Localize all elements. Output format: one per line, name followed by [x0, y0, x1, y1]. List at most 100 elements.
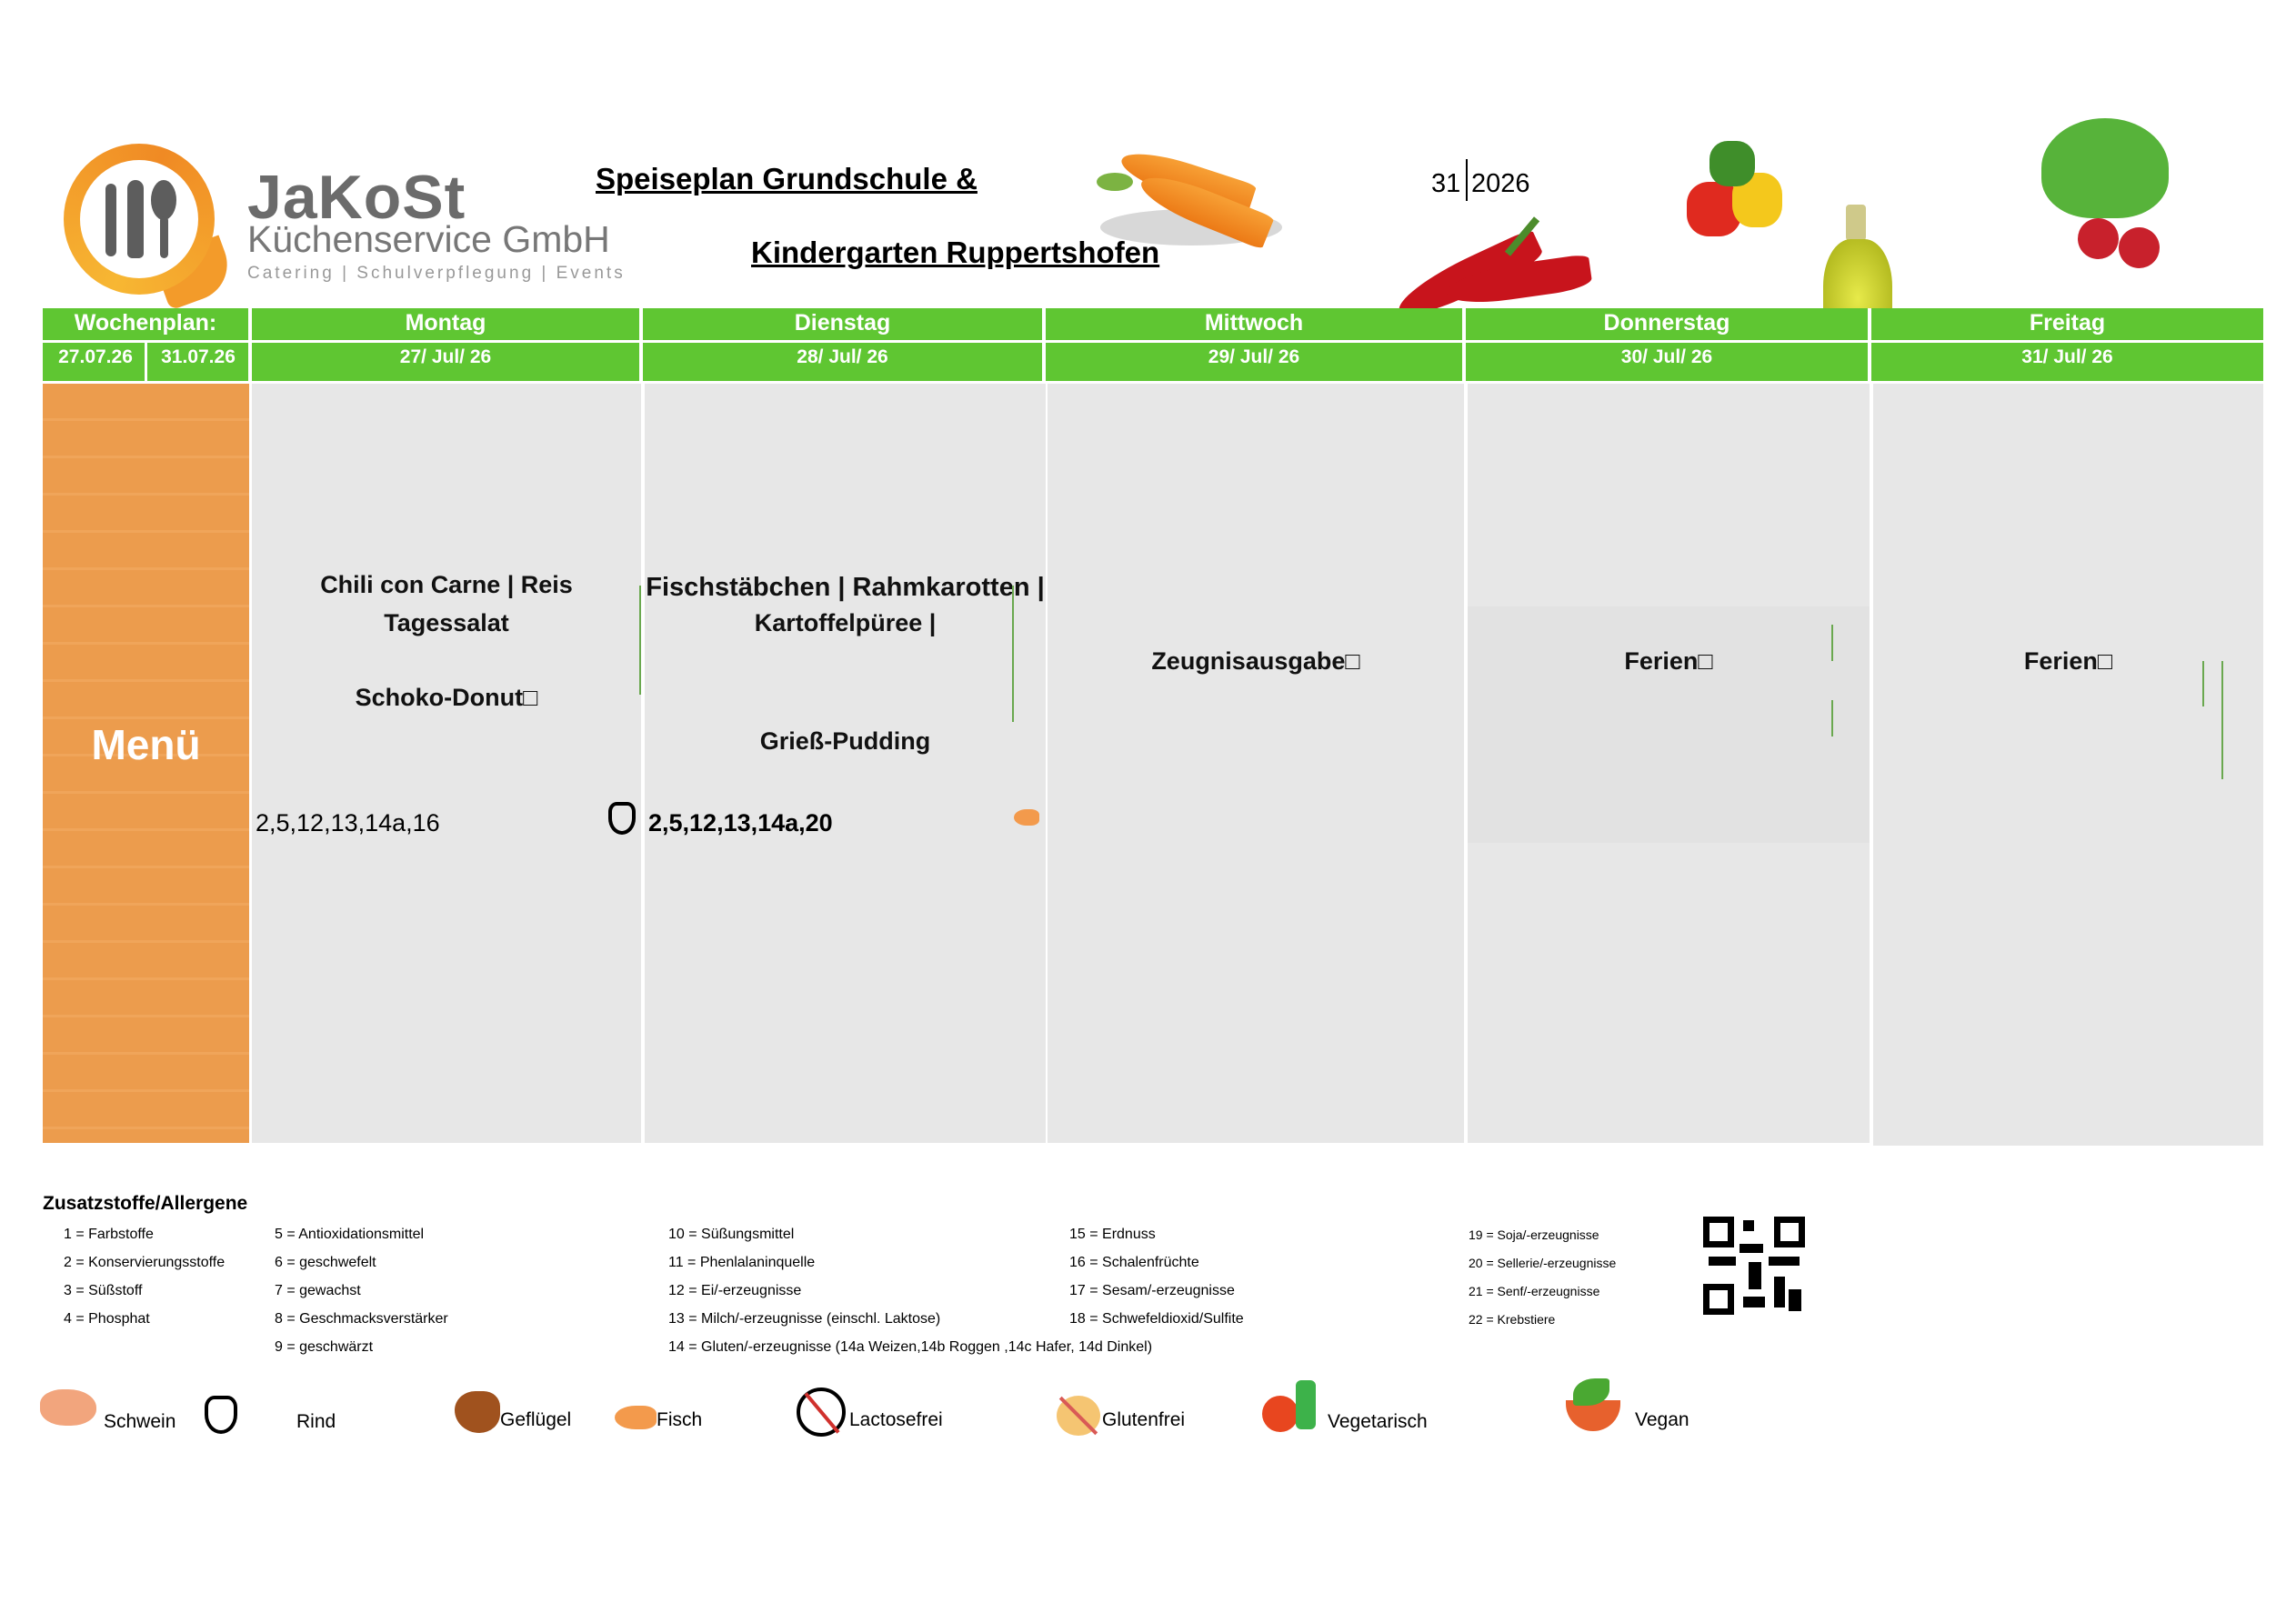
legend-item: 18 = Schwefeldioxid/Sulfite: [1069, 1311, 1244, 1327]
cell-marker: [1831, 625, 1833, 661]
carrots-image: [1091, 136, 1282, 264]
tuesday-allergens: 2,5,12,13,14a,20: [648, 809, 833, 837]
legend-item: 21 = Senf/-erzeugnisse: [1469, 1284, 1600, 1298]
day-name-thursday: Donnerstag: [1603, 310, 1730, 336]
header-wednesday: Mittwoch 29/ Jul/ 26: [1046, 308, 1466, 381]
icon-label-glutenfrei: Glutenfrei: [1102, 1409, 1186, 1430]
qr-code[interactable]: [1703, 1217, 1805, 1315]
legend-item: 17 = Sesam/-erzeugnisse: [1069, 1283, 1235, 1298]
icon-label-lactosefrei: Lactosefrei: [849, 1409, 943, 1430]
brand-subtitle: Küchenservice GmbH: [247, 218, 610, 260]
icon-label-schwein: Schwein: [104, 1411, 176, 1432]
wednesday-note: Zeugnisausgabe□: [1151, 647, 1360, 675]
menu-cell-thursday: Ferien□: [1468, 384, 1870, 1143]
day-name-friday: Freitag: [2029, 310, 2106, 336]
tomato-icon: [1262, 1396, 1298, 1432]
legend-item: 20 = Sellerie/-erzeugnisse: [1469, 1256, 1617, 1270]
cell-marker: [1831, 700, 1833, 736]
day-date-tuesday: 28/ Jul/ 26: [797, 346, 888, 367]
friday-note: Ferien□: [2023, 647, 2113, 675]
day-name-wednesday: Mittwoch: [1204, 310, 1304, 336]
legend-item: 15 = Erdnuss: [1069, 1227, 1156, 1242]
bell-peppers-image: [1687, 141, 1791, 245]
week-to-date: 31.07.26: [161, 346, 236, 367]
menu-row-label-cell: [43, 384, 249, 1143]
brand-name: JaKoSt: [247, 163, 466, 232]
menu-cell-monday: Chili con Carne | Reis Tagessalat Schoko…: [252, 384, 641, 1143]
legend-column-1: 1 = Farbstoffe 2 = Konservierungsstoffe …: [64, 1220, 225, 1333]
header-divider: [43, 340, 248, 343]
menu-cell-friday: Ferien□: [1873, 384, 2263, 1146]
cell-marker: [2221, 661, 2223, 779]
cell-marker: [2202, 661, 2204, 706]
legend-item: 10 = Süßungsmittel: [668, 1227, 795, 1242]
legend-item: 14 = Gluten/-erzeugnisse (14a Weizen,14b…: [668, 1339, 1153, 1355]
legend-column-5: 19 = Soja/-erzeugnisse 20 = Sellerie/-er…: [1469, 1221, 1616, 1334]
highlight-block: [1468, 606, 1870, 843]
header-week-cell: Wochenplan: 27.07.26 31.07.26: [43, 308, 252, 381]
tuesday-dessert: Grieß-Pudding: [759, 727, 931, 755]
legend-item: 12 = Ei/-erzeugnisse: [668, 1283, 802, 1298]
week-label: Wochenplan:: [74, 310, 217, 336]
header-divider: [252, 340, 639, 343]
icon-label-fisch: Fisch: [657, 1409, 703, 1430]
day-name-monday: Montag: [405, 310, 486, 336]
thursday-note: Ferien□: [1624, 647, 1713, 675]
menu-row-label: Menü: [91, 721, 201, 768]
legend-item: 7 = gewachst: [275, 1283, 361, 1298]
monday-allergens: 2,5,12,13,14a,16: [256, 809, 440, 837]
day-date-wednesday: 29/ Jul/ 26: [1208, 346, 1300, 367]
chicken-icon: [455, 1391, 500, 1433]
legend-item: 3 = Süßstoff: [64, 1283, 143, 1298]
legend-item: 1 = Farbstoffe: [64, 1227, 154, 1242]
cow-icon: [608, 802, 636, 835]
legend-item: 4 = Phosphat: [64, 1311, 150, 1327]
legend-item: 16 = Schalenfrüchte: [1069, 1255, 1199, 1270]
header-monday: Montag 27/ Jul/ 26: [252, 308, 643, 381]
header-divider: [1466, 340, 1868, 343]
week-year: 2026: [1471, 169, 1530, 198]
legend-item: 19 = Soja/-erzeugnisse: [1469, 1227, 1599, 1242]
menu-cell-wednesday: Zeugnisausgabe□: [1048, 384, 1464, 1143]
header-thursday: Donnerstag 30/ Jul/ 26: [1466, 308, 1871, 381]
cell-marker: [1012, 586, 1014, 722]
brand-tagline: Catering | Schulverpflegung | Events: [247, 264, 626, 283]
legend-column-3: 10 = Süßungsmittel 11 = Phenlalaninquell…: [668, 1220, 1152, 1361]
week-from-date: 27.07.26: [58, 346, 133, 367]
vegetables-icon: [1296, 1380, 1316, 1429]
tuesday-side-dish: Kartoffelpüree |: [754, 609, 937, 636]
page-title-line1: Speiseplan Grundschule &: [596, 162, 978, 195]
week-date-divider: [145, 343, 147, 381]
header-divider: [643, 340, 1042, 343]
cell-marker: [639, 586, 641, 695]
monday-main-dish: Chili con Carne | Reis: [320, 571, 573, 598]
pig-icon: [40, 1389, 96, 1426]
legend-item: 11 = Phenlalaninquelle: [668, 1255, 816, 1270]
page-title-line2: Kindergarten Ruppertshofen: [751, 235, 1160, 269]
monday-side-dish: Tagessalat: [384, 609, 509, 636]
legend-item: 9 = geschwärzt: [275, 1339, 374, 1355]
header-tuesday: Dienstag 28/ Jul/ 26: [643, 308, 1046, 381]
icon-label-vegan: Vegan: [1635, 1409, 1689, 1430]
header-divider: [1046, 340, 1462, 343]
legend-item: 5 = Antioxidationsmittel: [275, 1227, 425, 1242]
day-date-thursday: 30/ Jul/ 26: [1620, 346, 1713, 367]
legend-item: 6 = geschwefelt: [275, 1255, 376, 1270]
no-gluten-icon: [1057, 1396, 1100, 1436]
fish-icon: [1014, 809, 1039, 826]
no-milk-icon: [797, 1388, 846, 1437]
monday-dessert: Schoko-Donut□: [355, 684, 538, 711]
fish-icon: [615, 1406, 657, 1429]
week-number: 31: [1431, 169, 1461, 198]
header-divider: [1871, 340, 2263, 343]
day-date-friday: 31/ Jul/ 26: [2021, 346, 2113, 367]
cow-icon: [205, 1396, 237, 1434]
legend-title: Zusatzstoffe/Allergene: [43, 1193, 248, 1214]
icon-label-vegetarisch: Vegetarisch: [1328, 1411, 1428, 1432]
day-date-monday: 27/ Jul/ 26: [399, 346, 492, 367]
legend-column-2: 5 = Antioxidationsmittel 6 = geschwefelt…: [275, 1220, 448, 1361]
icon-label-gefluegel: Geflügel: [500, 1409, 572, 1430]
legend-column-4: 15 = Erdnuss 16 = Schalenfrüchte 17 = Se…: [1069, 1220, 1244, 1333]
menu-cell-tuesday: Fischstäbchen | Rahmkarotten | Kartoffel…: [645, 384, 1046, 1143]
legend-item: 13 = Milch/-erzeugnisse (einschl. Laktos…: [668, 1311, 941, 1327]
